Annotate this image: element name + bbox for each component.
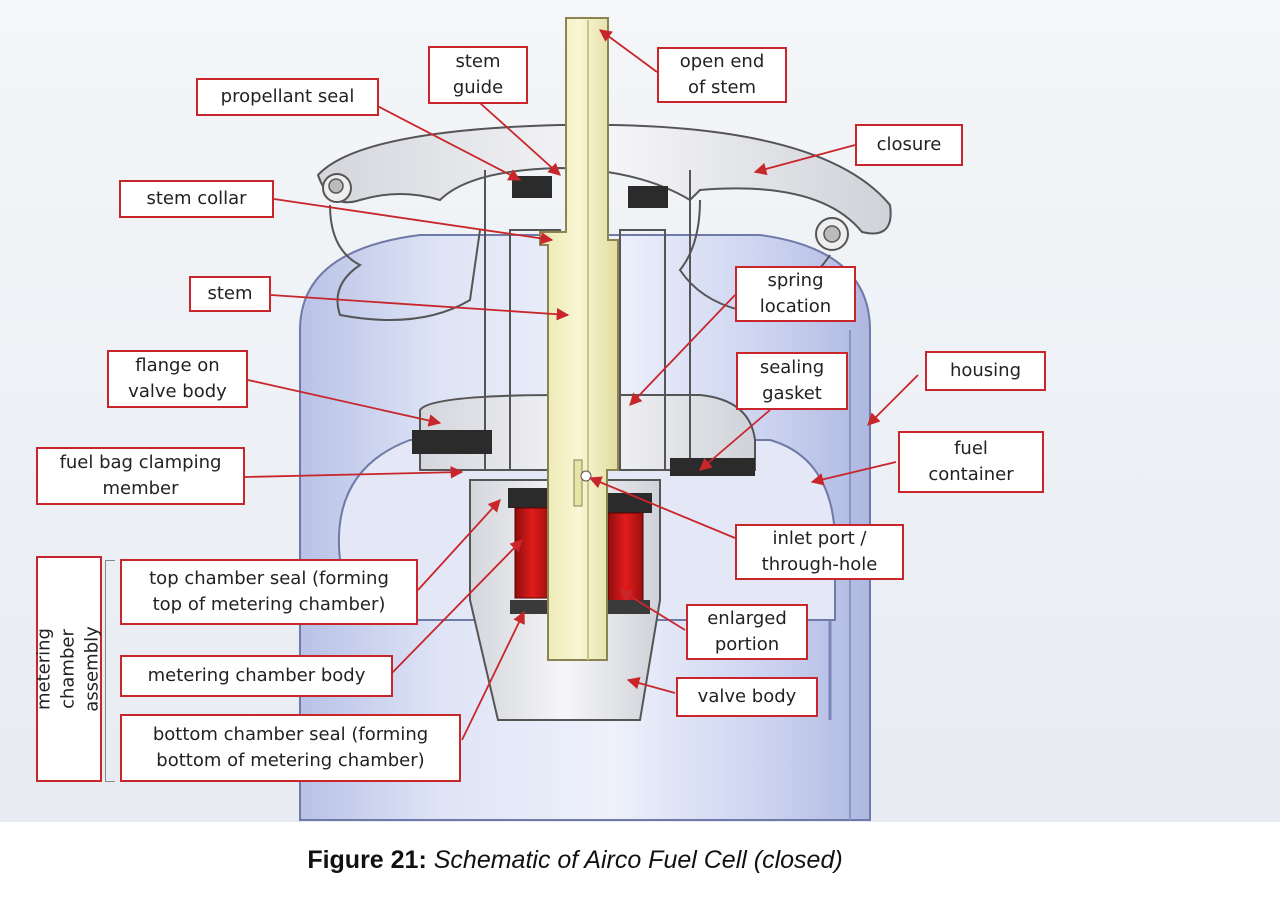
arrow-housing [868, 375, 918, 425]
metering-chamber-body-left [515, 508, 550, 598]
label-stem-collar: stem collar [119, 180, 274, 218]
stem-shape [540, 18, 618, 660]
label-flange-on-valve-body: flange on valve body [107, 350, 248, 408]
label-closure: closure [855, 124, 963, 166]
assembly-bracket [105, 560, 115, 782]
label-bottom-chamber-seal: bottom chamber seal (forming bottom of m… [120, 714, 461, 782]
label-housing: housing [925, 351, 1046, 391]
label-top-chamber-seal: top chamber seal (forming top of meterin… [120, 559, 418, 625]
label-sealing-gasket: sealing gasket [736, 352, 848, 410]
fuel-cell-drawing [0, 0, 1280, 822]
label-inlet-port: inlet port / through-hole [735, 524, 904, 580]
metering-chamber-body-right [608, 513, 643, 603]
label-fuel-container: fuel container [898, 431, 1044, 493]
fuel-bag-gasket-right [670, 458, 755, 476]
figure-caption: Figure 21: Schematic of Airco Fuel Cell … [0, 846, 1150, 875]
label-open-end-of-stem: open end of stem [657, 47, 787, 103]
assembly-label-text: metering chamber assembly [33, 626, 105, 711]
label-stem: stem [189, 276, 271, 312]
arrow-stem-collar [274, 199, 552, 240]
fuel-bag-gasket-left [412, 430, 492, 454]
diagram-area: stem guide open end of stem propellant s… [0, 0, 1280, 822]
label-metering-chamber-assembly: metering chamber assembly [36, 556, 102, 782]
top-chamber-seal-right [607, 493, 652, 513]
caption-figure-number: Figure 21: [307, 846, 426, 874]
label-enlarged-portion: enlarged portion [686, 604, 808, 660]
label-metering-chamber-body: metering chamber body [120, 655, 393, 697]
label-propellant-seal: propellant seal [196, 78, 379, 116]
propellant-seal-right [628, 186, 668, 208]
label-fuel-bag-clamping-member: fuel bag clamping member [36, 447, 245, 505]
label-valve-body: valve body [676, 677, 818, 717]
label-spring-location: spring location [735, 266, 856, 322]
caption-text: Schematic of Airco Fuel Cell (closed) [434, 846, 843, 874]
label-stem-guide: stem guide [428, 46, 528, 104]
top-chamber-seal-left [508, 488, 553, 508]
